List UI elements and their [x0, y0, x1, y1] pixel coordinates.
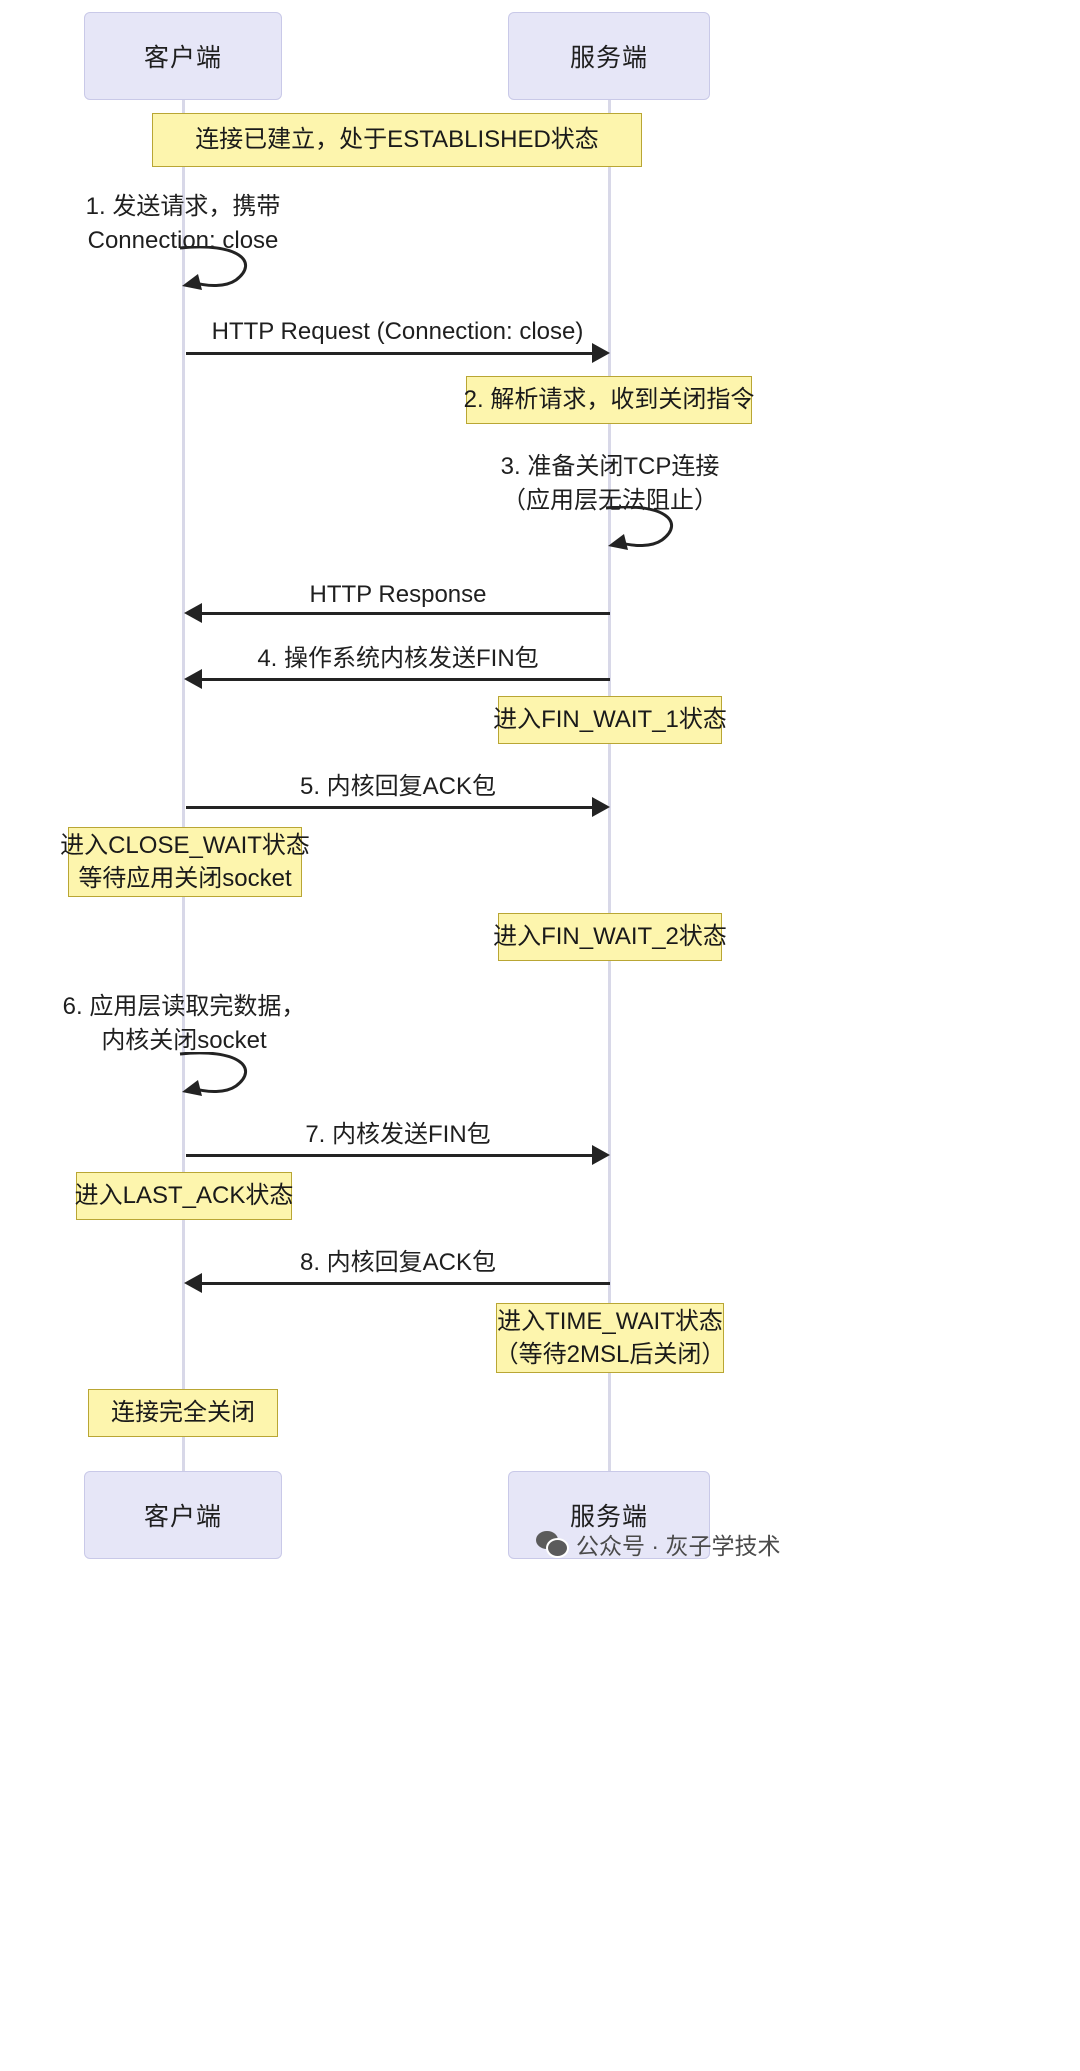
actor-client-bottom-label: 客户端 — [143, 1503, 222, 1531]
msg-9-arrowhead — [184, 1273, 202, 1293]
wechat-icon — [536, 1531, 569, 1558]
note-time-wait-line-2: （等待2MSL后关闭） — [494, 1341, 726, 1368]
msg-5-line — [200, 678, 610, 681]
note-parse-request: 2. 解析请求，收到关闭指令 — [463, 376, 755, 424]
msg-8-line — [186, 1154, 594, 1157]
note-fin-wait-2-line-1: 进入FIN_WAIT_2状态 — [493, 923, 727, 951]
actor-client-top-label: 客户端 — [143, 44, 222, 72]
msg-8-label: 7. 内核发送FIN包 — [186, 1118, 610, 1152]
note-close-wait: 进入CLOSE_WAIT状态 等待应用关闭socket — [60, 827, 310, 897]
actor-client-top[interactable]: 客户端 — [84, 12, 282, 100]
actor-server-top-label: 服务端 — [569, 44, 648, 72]
msg-3-line-1: 3. 准备关闭TCP连接 — [500, 453, 720, 480]
msg-5-line-1: 4. 操作系统内核发送FIN包 — [257, 645, 539, 672]
msg-4-line-1: HTTP Response — [309, 581, 487, 608]
watermark-text: 公众号 · 灰子学技术 — [576, 1533, 781, 1559]
msg-7-line-1: 6. 应用层读取完数据， — [62, 993, 306, 1020]
note-closed-line-1: 连接完全关闭 — [111, 1399, 255, 1427]
note-established-line-1: 连接已建立，处于ESTABLISHED状态 — [195, 126, 599, 154]
msg-9-line — [200, 1282, 610, 1285]
msg-5-label: 4. 操作系统内核发送FIN包 — [186, 642, 610, 676]
msg-9-label: 8. 内核回复ACK包 — [186, 1246, 610, 1280]
msg-6-arrowhead — [592, 797, 610, 817]
note-time-wait: 进入TIME_WAIT状态 （等待2MSL后关闭） — [494, 1303, 726, 1373]
msg-2-line-1: HTTP Request (Connection: close) — [211, 318, 584, 345]
msg-7-line-2: 内核关闭socket — [101, 1026, 267, 1054]
note-close-wait-line-1: 进入CLOSE_WAIT状态 — [60, 831, 310, 859]
msg-7-label: 6. 应用层读取完数据， 内核关闭socket — [52, 990, 316, 1057]
msg-8-arrowhead — [592, 1145, 610, 1165]
msg-2-arrowhead — [592, 343, 610, 363]
note-last-ack-line-1: 进入LAST_ACK状态 — [74, 1182, 294, 1210]
msg-8-line-1: 7. 内核发送FIN包 — [305, 1121, 491, 1148]
msg-4-arrowhead — [184, 603, 202, 623]
note-fin-wait-2: 进入FIN_WAIT_2状态 — [493, 913, 727, 961]
msg-2-label: HTTP Request (Connection: close) — [185, 315, 610, 349]
msg-4-label: HTTP Response — [186, 578, 610, 612]
lifeline-server — [608, 100, 611, 1480]
msg-7-self-arrow — [179, 1052, 248, 1096]
note-parse-request-line-1: 2. 解析请求，收到关闭指令 — [463, 386, 755, 414]
note-closed: 连接完全关闭 — [88, 1389, 278, 1437]
msg-6-line — [186, 806, 594, 809]
msg-4-line — [200, 612, 610, 615]
msg-6-line-1: 5. 内核回复ACK包 — [299, 773, 497, 800]
msg-3-self-arrow — [605, 506, 674, 550]
msg-1-line-1: 1. 发送请求，携带 — [85, 193, 281, 220]
actor-server-bottom-label: 服务端 — [569, 1503, 648, 1531]
msg-6-label: 5. 内核回复ACK包 — [186, 770, 610, 804]
msg-2-line — [186, 352, 594, 355]
msg-9-line-1: 8. 内核回复ACK包 — [299, 1249, 497, 1276]
note-established: 连接已建立，处于ESTABLISHED状态 — [152, 113, 642, 167]
note-fin-wait-1-line-1: 进入FIN_WAIT_1状态 — [493, 706, 727, 734]
note-close-wait-line-2: 等待应用关闭socket — [78, 865, 292, 892]
watermark: 公众号 · 灰子学技术 — [536, 1527, 780, 1561]
lifeline-client — [182, 100, 185, 1480]
actor-client-bottom[interactable]: 客户端 — [84, 1471, 282, 1559]
msg-5-arrowhead — [184, 669, 202, 689]
msg-1-self-arrow — [179, 246, 248, 290]
note-time-wait-line-1: 进入TIME_WAIT状态 — [497, 1307, 723, 1335]
actor-server-top[interactable]: 服务端 — [508, 12, 710, 100]
note-last-ack: 进入LAST_ACK状态 — [74, 1172, 294, 1220]
note-fin-wait-1: 进入FIN_WAIT_1状态 — [493, 696, 727, 744]
